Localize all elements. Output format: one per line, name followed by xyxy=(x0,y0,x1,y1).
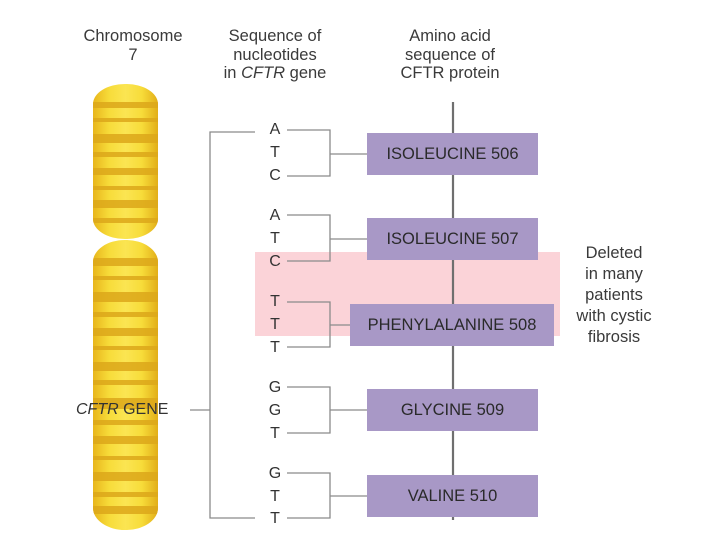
codon-bracket-4 xyxy=(287,386,331,434)
nucleotide: T xyxy=(270,339,280,356)
amino-acid-box: ISOLEUCINE 507 xyxy=(367,218,538,260)
nucleotide: G xyxy=(268,402,282,419)
deletion-note-line: Deleted xyxy=(585,244,643,262)
codon-bracket-3 xyxy=(287,301,331,348)
codon-bracket-1 xyxy=(287,129,331,177)
codon-bracket-2 xyxy=(287,214,331,262)
amino-acid-box: ISOLEUCINE 506 xyxy=(367,133,538,175)
nucleotide: C xyxy=(269,253,281,270)
cftr-gene-label: CFTR GENE xyxy=(76,401,169,418)
deletion-note-line: patients xyxy=(585,286,643,304)
header-sequence-line3: in CFTR gene xyxy=(223,64,327,82)
nucleotide: T xyxy=(270,230,280,247)
deletion-note-line: in many xyxy=(585,265,643,283)
nucleotide: T xyxy=(270,144,280,161)
codon-bracket-5 xyxy=(287,472,331,519)
nucleotide: T xyxy=(270,488,280,505)
amino-acid-box-deleted: PHENYLALANINE 508 xyxy=(350,304,554,346)
header-sequence-line2: nucleotides xyxy=(233,45,317,64)
nucleotide: A xyxy=(269,207,281,224)
nucleotide: T xyxy=(270,510,280,527)
header-sequence-line1: Sequence of xyxy=(228,27,322,45)
amino-acid-box: GLYCINE 509 xyxy=(367,389,538,431)
header-chromosome: Chromosome 7 xyxy=(68,27,198,64)
header-amino: Amino acid sequence of CFTR protein xyxy=(380,27,520,83)
chromosome-7 xyxy=(93,84,158,530)
nucleotide: C xyxy=(269,167,281,184)
nucleotide: T xyxy=(270,293,280,310)
header-amino-line3: CFTR protein xyxy=(400,64,500,82)
header-sequence: Sequence of nucleotides in CFTR gene xyxy=(205,27,345,83)
deletion-note: Deleted in many patients with cystic fib… xyxy=(562,243,666,348)
deletion-note-line: fibrosis xyxy=(587,328,641,346)
header-chromosome-line1: Chromosome xyxy=(83,27,183,45)
amino-acid-box: VALINE 510 xyxy=(367,475,538,517)
nucleotide: T xyxy=(270,316,280,333)
deletion-note-line: with cystic xyxy=(576,307,652,325)
nucleotide: G xyxy=(268,465,282,482)
nucleotide: A xyxy=(269,121,281,138)
gene-bracket xyxy=(209,131,255,519)
header-chromosome-line2: 7 xyxy=(128,45,138,64)
nucleotide: T xyxy=(270,425,280,442)
nucleotide: G xyxy=(268,379,282,396)
header-amino-line1: Amino acid xyxy=(409,27,491,45)
header-amino-line2: sequence of xyxy=(405,45,495,64)
